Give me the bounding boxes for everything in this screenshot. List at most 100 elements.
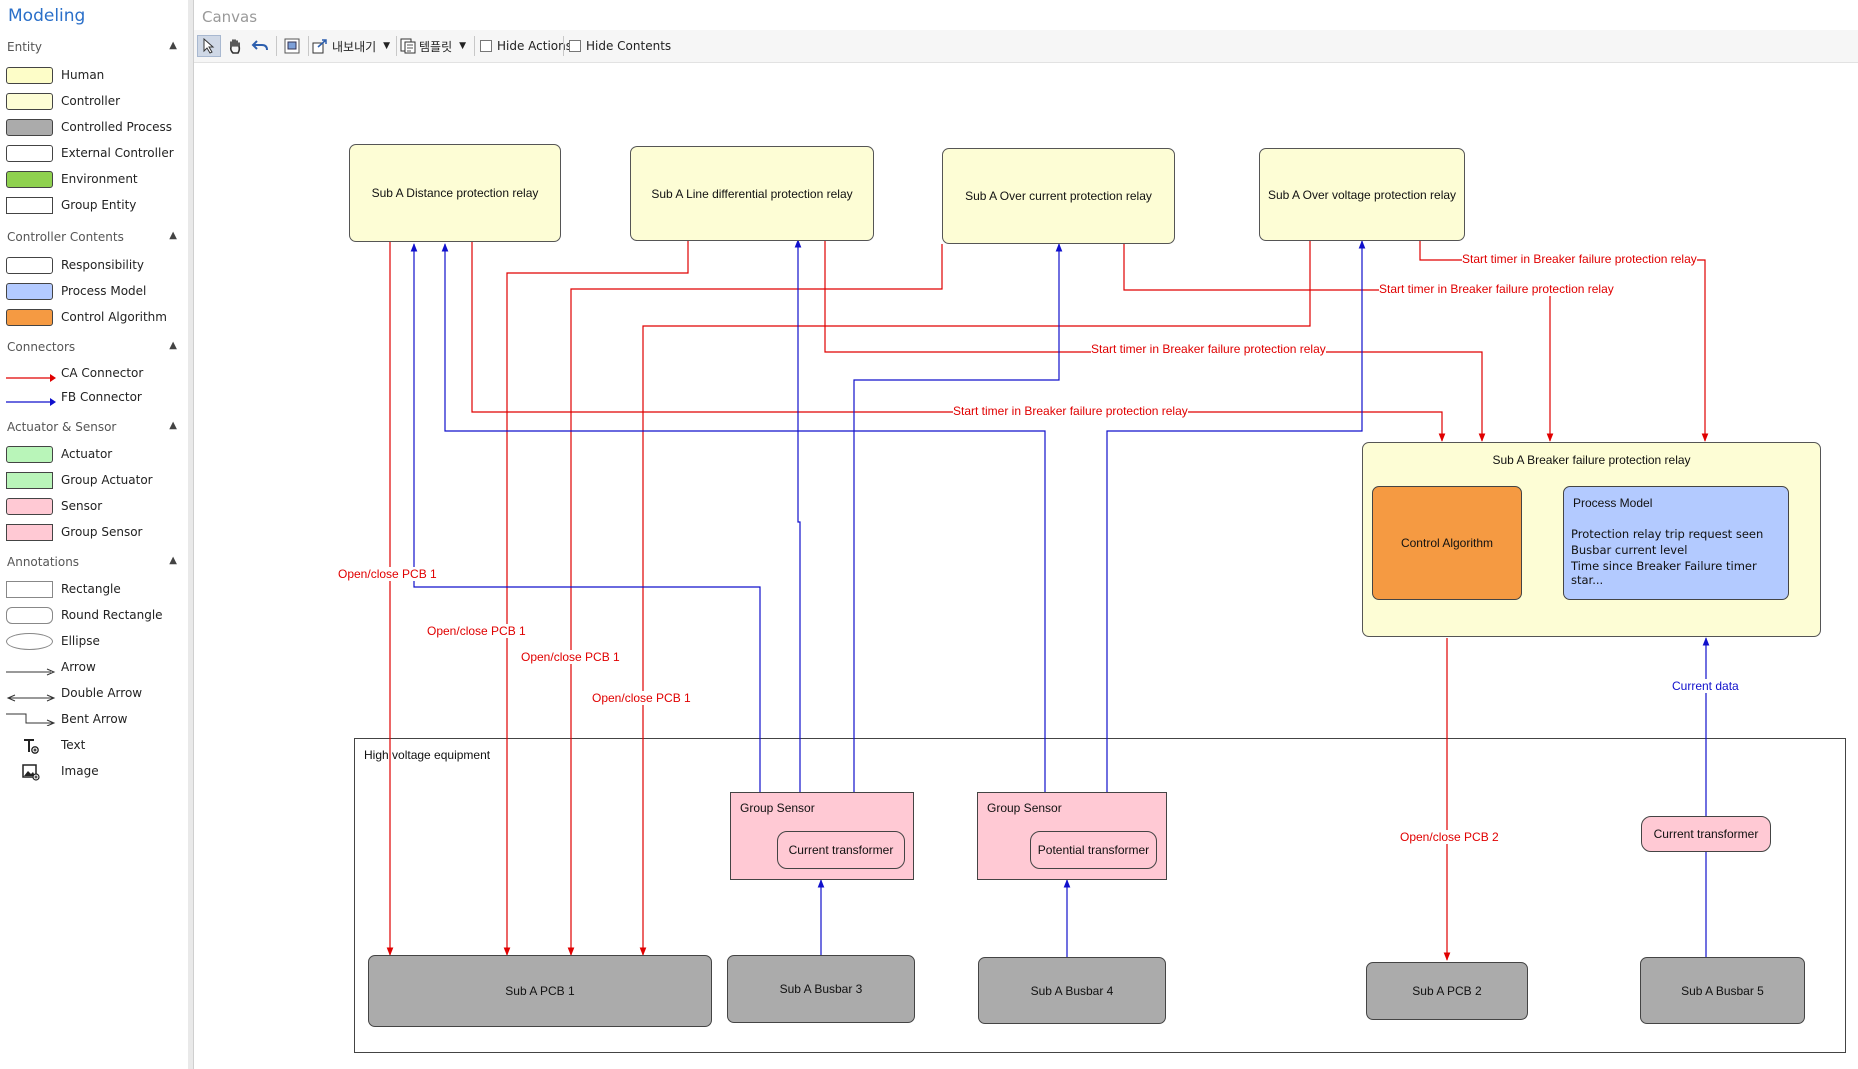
section-annotations-label: Annotations <box>7 555 80 569</box>
controller-distance-relay[interactable]: Sub A Distance protection relay <box>349 144 561 242</box>
palette-item-label: External Controller <box>61 146 174 160</box>
palette-item-label: Human <box>61 68 105 82</box>
process-model-box[interactable]: Process Model Protection relay trip requ… <box>1563 486 1789 600</box>
palette-item-label: Controller <box>61 94 121 108</box>
image-tool-icon <box>22 764 40 781</box>
panel-splitter[interactable] <box>188 0 194 1069</box>
controller-label: Sub A Over current protection relay <box>965 189 1152 203</box>
section-entity[interactable]: Entity ▲ <box>7 40 177 54</box>
palette-item-controller[interactable]: Controller <box>6 92 181 112</box>
palette-item-sensor[interactable]: Sensor <box>6 497 181 517</box>
hide-actions-label: Hide Actions <box>497 39 573 53</box>
palette-item-group-actuator[interactable]: Group Actuator <box>6 471 181 491</box>
controller-label: Sub A Line differential protection relay <box>651 186 853 201</box>
chevron-up-icon[interactable]: ▲ <box>169 230 177 241</box>
palette-item-control-algorithm[interactable]: Control Algorithm <box>6 308 181 328</box>
bent-arrow-icon <box>6 713 56 726</box>
canvas-toolbar: 내보내기 ▼ 템플릿 ▼ Hide Actions Hide Contents <box>194 30 1858 63</box>
hide-actions-checkbox[interactable]: Hide Actions <box>480 35 572 57</box>
palette-item-label: Rectangle <box>61 582 121 596</box>
palette-item-label: Arrow <box>61 660 96 674</box>
palette-item-label: Responsibility <box>61 258 145 272</box>
palette-item-label: Text <box>61 738 86 752</box>
checkbox-icon[interactable] <box>569 40 581 52</box>
control-algorithm-box[interactable]: Control Algorithm <box>1372 486 1522 600</box>
fit-view-button[interactable] <box>281 35 303 57</box>
chevron-up-icon[interactable]: ▲ <box>169 40 177 51</box>
blue-arrow-icon <box>6 398 56 406</box>
checkbox-icon[interactable] <box>480 40 492 52</box>
palette-item-group-sensor[interactable]: Group Sensor <box>6 523 181 543</box>
sensor-label: Current transformer <box>1653 827 1759 841</box>
palette-item-fb-connector[interactable]: FB Connector <box>6 388 181 408</box>
actuator-swatch <box>6 446 53 463</box>
controller-over-voltage-relay[interactable]: Sub A Over voltage protection relay <box>1259 148 1465 241</box>
cursor-icon <box>203 38 215 54</box>
template-dropdown[interactable]: 템플릿 ▼ <box>400 35 470 57</box>
pan-tool-button[interactable] <box>224 35 246 57</box>
controller-label: Sub A Distance protection relay <box>371 186 539 200</box>
palette-item-label: CA Connector <box>61 366 144 380</box>
hide-contents-checkbox[interactable]: Hide Contents <box>569 35 671 57</box>
round-rectangle-swatch <box>6 607 53 624</box>
undo-button[interactable] <box>249 35 271 57</box>
palette-item-actuator[interactable]: Actuator <box>6 445 181 465</box>
process-label: Sub A Busbar 4 <box>1030 983 1114 998</box>
palette-item-ca-connector[interactable]: CA Connector <box>6 364 181 384</box>
ellipse-swatch <box>6 633 53 650</box>
sensor-current-transformer-2[interactable]: Current transformer <box>1641 816 1771 852</box>
arrow-icon <box>6 668 56 676</box>
palette-item-bent-arrow[interactable]: Bent Arrow <box>6 710 181 730</box>
palette-item-external-controller[interactable]: External Controller <box>6 144 181 164</box>
export-dropdown[interactable]: 내보내기 ▼ <box>312 35 392 57</box>
select-tool-button[interactable] <box>197 35 221 57</box>
process-model-line: Time since Breaker Failure timer star... <box>1571 559 1757 587</box>
palette-item-round-rectangle[interactable]: Round Rectangle <box>6 606 181 626</box>
controller-line-differential-relay[interactable]: Sub A Line differential protection relay <box>630 146 874 241</box>
section-entity-label: Entity <box>7 40 43 54</box>
section-actuator-sensor-label: Actuator & Sensor <box>7 420 117 434</box>
responsibility-swatch <box>6 257 53 274</box>
control-algorithm-label: Control Algorithm <box>1400 536 1494 550</box>
palette-item-human[interactable]: Human <box>6 66 181 86</box>
process-pcb2[interactable]: Sub A PCB 2 <box>1366 962 1528 1020</box>
palette-item-image[interactable]: Image <box>6 762 181 782</box>
chevron-up-icon[interactable]: ▲ <box>169 340 177 351</box>
section-controller-contents[interactable]: Controller Contents ▲ <box>7 230 177 244</box>
section-controller-contents-label: Controller Contents <box>7 230 124 244</box>
chevron-up-icon[interactable]: ▲ <box>169 555 177 566</box>
export-icon <box>312 39 327 54</box>
palette-item-group-entity[interactable]: Group Entity <box>6 196 181 216</box>
process-pcb1[interactable]: Sub A PCB 1 <box>368 955 712 1027</box>
process-label: Sub A PCB 1 <box>505 984 575 998</box>
template-icon <box>400 38 416 54</box>
sensor-current-transformer[interactable]: Current transformer <box>777 831 905 869</box>
sensor-potential-transformer[interactable]: Potential transformer <box>1030 831 1157 869</box>
palette-item-environment[interactable]: Environment <box>6 170 181 190</box>
palette-item-label: Double Arrow <box>61 686 143 700</box>
controller-over-current-relay[interactable]: Sub A Over current protection relay <box>942 148 1175 244</box>
palette-item-arrow[interactable]: Arrow <box>6 658 181 678</box>
control-algorithm-swatch <box>6 309 53 326</box>
palette-item-label: Bent Arrow <box>61 712 128 726</box>
red-arrow-icon <box>6 374 56 382</box>
palette-item-rectangle[interactable]: Rectangle <box>6 580 181 600</box>
palette-item-controlled-process[interactable]: Controlled Process <box>6 118 181 138</box>
process-busbar4[interactable]: Sub A Busbar 4 <box>978 957 1166 1024</box>
canvas-panel: Canvas 내보내기 ▼ 템플릿 ▼ Hide Actions <box>194 0 1858 1069</box>
fit-view-icon <box>284 38 300 54</box>
section-annotations[interactable]: Annotations ▲ <box>7 555 177 569</box>
process-busbar3[interactable]: Sub A Busbar 3 <box>727 955 915 1023</box>
palette-item-text[interactable]: Text <box>6 736 181 756</box>
palette-item-double-arrow[interactable]: Double Arrow <box>6 684 181 704</box>
section-connectors[interactable]: Connectors ▲ <box>7 340 177 354</box>
process-model-line: Protection relay trip request seen <box>1571 527 1764 541</box>
palette-item-responsibility[interactable]: Responsibility <box>6 256 181 276</box>
chevron-up-icon[interactable]: ▲ <box>169 420 177 431</box>
process-busbar5[interactable]: Sub A Busbar 5 <box>1640 957 1805 1024</box>
palette-item-ellipse[interactable]: Ellipse <box>6 632 181 652</box>
palette-item-process-model[interactable]: Process Model <box>6 282 181 302</box>
section-actuator-sensor[interactable]: Actuator & Sensor ▲ <box>7 420 177 434</box>
caret-down-icon: ▼ <box>383 41 391 51</box>
palette-item-label: Actuator <box>61 447 113 461</box>
